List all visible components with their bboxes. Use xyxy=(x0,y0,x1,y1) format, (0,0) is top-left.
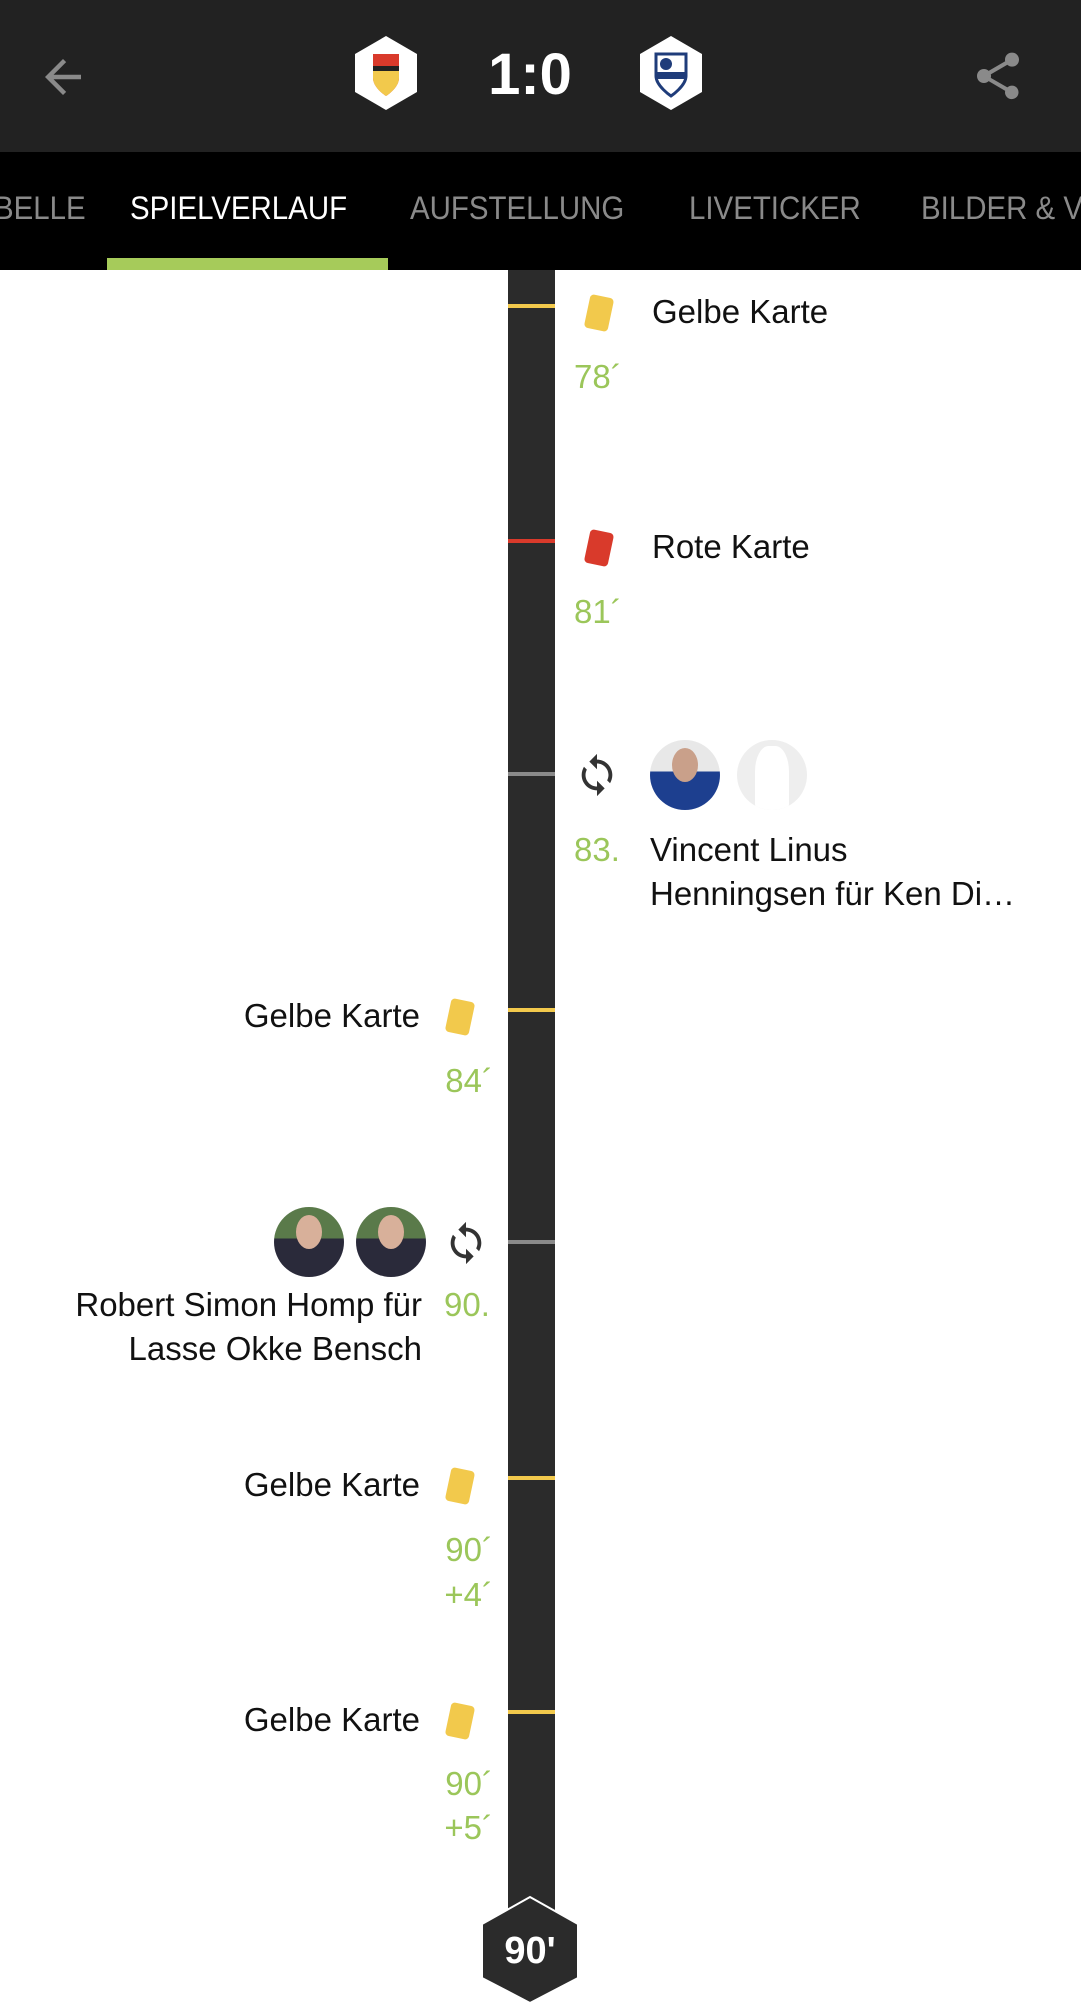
event-minute: 78´ xyxy=(574,358,622,395)
event-minute: 90. xyxy=(444,1286,490,1323)
home-team-logo[interactable] xyxy=(353,36,419,115)
match-header: 1:0 xyxy=(0,0,1081,152)
score: 1:0 xyxy=(488,42,572,107)
timeline-tick-red xyxy=(508,539,555,543)
player-avatar-in[interactable] xyxy=(650,740,720,810)
tab-aufstellung[interactable]: AUFSTELLUNG xyxy=(410,190,625,226)
yellow-card-icon xyxy=(444,1701,476,1741)
event-minute: 81´ xyxy=(574,593,622,630)
away-team-logo[interactable] xyxy=(638,36,704,115)
arrow-left-icon xyxy=(45,59,81,95)
event-label: Rote Karte xyxy=(652,528,810,565)
substitution-text-line1: Vincent Linus xyxy=(650,831,848,868)
fulltime-marker: 90' xyxy=(480,1895,580,2005)
timeline-tick-yellow xyxy=(508,1008,555,1012)
tab-tabelle[interactable]: BELLE xyxy=(0,190,86,226)
player-avatar-out-placeholder[interactable] xyxy=(737,740,807,810)
substitution-text-line2: Henningsen für Ken Di… xyxy=(650,875,1016,912)
event-minute: 90´ xyxy=(445,1765,493,1802)
event-label: Gelbe Karte xyxy=(243,1466,420,1503)
tab-liveticker[interactable]: LIVETICKER xyxy=(689,190,861,226)
yellow-card-icon xyxy=(444,997,476,1037)
substitution-icon xyxy=(574,752,620,803)
yellow-card-icon xyxy=(444,1466,476,1506)
timeline-tick-yellow xyxy=(508,1476,555,1480)
timeline-bar xyxy=(508,270,555,1910)
timeline-tick-sub xyxy=(508,1240,555,1244)
fulltime-label: 90' xyxy=(504,1930,556,1972)
event-minute: 84´ xyxy=(445,1062,493,1099)
back-button[interactable] xyxy=(36,50,90,104)
event-label: Gelbe Karte xyxy=(652,293,829,330)
substitution-text-line2: Lasse Okke Bensch xyxy=(128,1330,423,1367)
event-label: Gelbe Karte xyxy=(243,1701,420,1738)
active-tab-indicator xyxy=(107,258,388,270)
event-minute: 90´ xyxy=(445,1531,493,1568)
red-card-icon xyxy=(583,528,615,568)
timeline-tick-yellow xyxy=(508,304,555,308)
share-icon xyxy=(977,52,1019,100)
yellow-card-icon xyxy=(583,293,615,333)
player-avatar-out[interactable] xyxy=(356,1207,426,1277)
event-extra-time: +4´ xyxy=(444,1576,493,1613)
event-extra-time: +5´ xyxy=(444,1809,493,1846)
tab-bilder[interactable]: BILDER & V xyxy=(921,190,1081,226)
substitution-text-line1: Robert Simon Homp für xyxy=(75,1286,422,1323)
share-button[interactable] xyxy=(970,48,1026,104)
event-label: Gelbe Karte xyxy=(243,997,420,1034)
tab-bar: BELLE SPIELVERLAUF AUFSTELLUNG LIVETICKE… xyxy=(0,152,1081,270)
timeline-tick-sub xyxy=(508,772,555,776)
timeline-tick-yellow xyxy=(508,1710,555,1714)
player-avatar-in[interactable] xyxy=(274,1207,344,1277)
substitution-icon xyxy=(443,1220,489,1271)
tab-spielverlauf[interactable]: SPIELVERLAUF xyxy=(130,190,348,226)
event-minute: 83. xyxy=(574,831,620,868)
